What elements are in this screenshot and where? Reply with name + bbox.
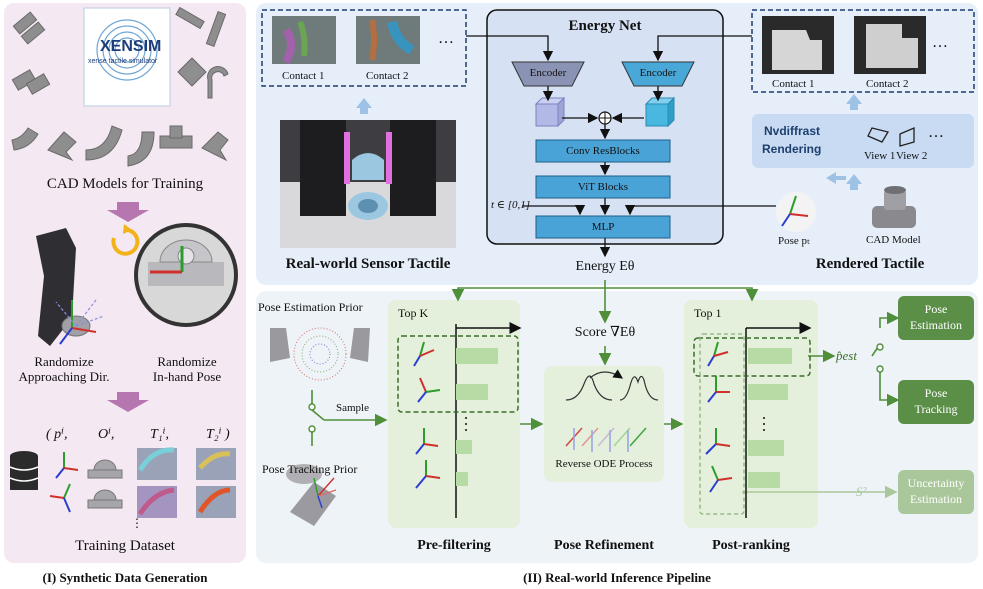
score-label: Score ∇Eθ — [574, 325, 636, 340]
real-sensor-tactile-label: Real-world Sensor Tactile — [285, 256, 451, 272]
sample-label: Sample — [336, 402, 369, 414]
view-2-label: View 2 — [896, 150, 928, 162]
vit-blocks: ViT Blocks — [577, 181, 629, 193]
pose-pt-label: Pose pₜ — [778, 235, 810, 247]
randomize-pose-line1: Randomize — [157, 354, 217, 369]
ellipsis-views: … — [928, 124, 944, 141]
dataset-header-t2: T₂ⁱ ) — [206, 427, 230, 442]
encoder-right: Encoder — [639, 67, 677, 79]
contact-1-left: Contact 1 — [282, 70, 325, 82]
pose-tracking-prior-label: Pose Tracking Prior — [262, 462, 358, 476]
randomize-approach-line2: Approaching Dir. — [18, 369, 110, 384]
contact-1-right: Contact 1 — [772, 78, 815, 90]
s2-label: S² — [856, 484, 867, 499]
pose-tracking-line2: Tracking — [914, 402, 958, 416]
cad-model-label: CAD Model — [866, 234, 921, 246]
inference-panel-caption: (II) Real-world Inference Pipeline — [523, 570, 711, 585]
ellipsis-right: … — [932, 34, 948, 51]
encoder-left: Encoder — [529, 67, 567, 79]
reverse-ode-label: Reverse ODE Process — [555, 458, 653, 470]
dataset-header-o: Oⁱ, — [98, 427, 115, 442]
uncertainty-line1: Uncertainty — [907, 476, 965, 490]
dataset-dots: ⋮ — [131, 516, 143, 530]
pose-estimation-prior-label: Pose Estimation Prior — [258, 300, 363, 314]
conv-resblocks: Conv ResBlocks — [566, 145, 640, 157]
top-1-label: Top 1 — [694, 306, 722, 320]
training-dataset-label: Training Dataset — [75, 538, 175, 554]
uncertainty-line2: Estimation — [910, 492, 962, 506]
pose-estimation-output — [898, 296, 974, 340]
cad-models-label: CAD Models for Training — [46, 176, 204, 192]
pose-tracking-output — [898, 380, 974, 424]
mlp-block: MLP — [591, 221, 615, 233]
dataset-header-p: ( pⁱ, — [46, 427, 68, 442]
p-est-label: p̂est — [836, 348, 857, 363]
t-input-label: t ∈ [0,1] — [491, 199, 531, 211]
pose-tracking-line1: Pose — [924, 386, 948, 400]
energy-net-title: Energy Net — [568, 18, 642, 34]
pose-estimation-line2: Estimation — [910, 318, 962, 332]
uncertainty-output — [898, 470, 974, 514]
xensim-title: XENSIM — [100, 38, 162, 55]
stage-prefiltering: Pre-filtering — [417, 538, 491, 553]
rendered-tactile-label: Rendered Tactile — [815, 256, 925, 272]
top-k-label: Top K — [398, 306, 429, 320]
stage-post-ranking: Post-ranking — [712, 538, 790, 553]
energy-output-label: Energy Eθ — [575, 259, 635, 274]
nvdiffrast-line1: Nvdiffrast — [764, 124, 821, 138]
synthetic-panel-caption: (I) Synthetic Data Generation — [42, 570, 208, 585]
xensim-subtitle: xense tactile simulator — [88, 58, 158, 65]
view-1-label: View 1 — [864, 150, 896, 162]
randomize-approach-line1: Randomize — [34, 354, 94, 369]
contact-2-right: Contact 2 — [866, 78, 909, 90]
contact-2-left: Contact 2 — [366, 70, 409, 82]
dataset-header-t1: T₁ⁱ, — [150, 427, 169, 442]
ellipsis-left: … — [438, 30, 454, 47]
randomize-pose-line2: In-hand Pose — [152, 369, 222, 384]
pose-estimation-line1: Pose — [924, 302, 948, 316]
nvdiffrast-line2: Rendering — [762, 142, 822, 156]
stage-pose-refinement: Pose Refinement — [554, 538, 654, 553]
